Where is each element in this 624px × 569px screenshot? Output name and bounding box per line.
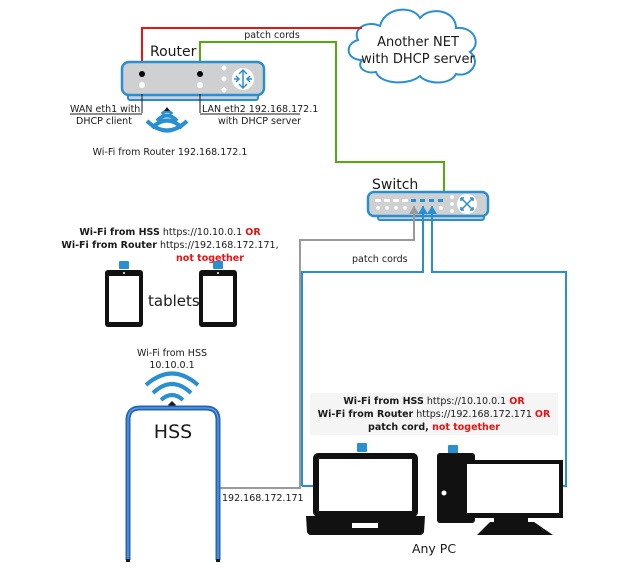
pc-note-l2-red: OR	[535, 409, 551, 420]
pc-note-l3-bold: patch cord,	[368, 422, 432, 433]
tablets-note: Wi-Fi from HSS https://10.10.0.1 OR Wi-F…	[61, 227, 278, 264]
wan-cable	[141, 27, 362, 70]
svg-text:Wi-Fi from Router https://192.: Wi-Fi from Router https://192.168.172.17…	[61, 240, 278, 251]
desktop-wifi-icon	[448, 445, 458, 454]
svg-text:Wi-Fi from Router https://192.: Wi-Fi from Router https://192.168.172.17…	[318, 409, 551, 420]
tablet-right	[199, 261, 237, 327]
tablet-right-wifi-icon	[213, 261, 223, 269]
tablets-note-l1-text: https://10.10.0.1	[160, 227, 245, 238]
cloud-line-1: Another NET	[377, 35, 459, 50]
tablets-note-l1-bold: Wi-Fi from HSS	[79, 227, 160, 238]
pc-cable-left	[301, 206, 424, 486]
tablets-label: tablets	[148, 292, 200, 310]
any-pc-label: Any PC	[412, 541, 456, 556]
router-wifi-icon	[145, 109, 189, 133]
router-wifi-label: Wi-Fi from Router 192.168.172.1	[93, 147, 248, 158]
hss-ip-label: 192.168.172.171	[222, 493, 304, 504]
pc-note-l1-bold: Wi-Fi from HSS	[343, 396, 424, 407]
tablets-note-l3-red: not together	[176, 253, 244, 264]
lan-label-2: with DHCP server	[218, 116, 301, 127]
cloud-line-2: with DHCP server	[361, 52, 475, 67]
pc-note-l2-bold: Wi-Fi from Router	[318, 409, 414, 420]
wan-label-2: DHCP client	[76, 116, 132, 127]
tablet-left	[105, 261, 143, 327]
switch-patch-cords-label: patch cords	[352, 254, 408, 265]
pc-note-l1-text: https://10.10.0.1	[424, 396, 509, 407]
svg-text:Wi-Fi from HSS https://10.10.0: Wi-Fi from HSS https://10.10.0.1 OR	[343, 396, 525, 407]
pc-note: Wi-Fi from HSS https://10.10.0.1 OR Wi-F…	[318, 396, 551, 433]
router-title: Router	[150, 44, 197, 60]
hss-wifi-label-2: 10.10.0.1	[149, 360, 194, 371]
switch-title: Switch	[372, 177, 418, 193]
hss-wifi-label-1: Wi-Fi from HSS	[137, 348, 207, 359]
pc-note-l1-red: OR	[509, 396, 525, 407]
pc-cable-right	[431, 206, 567, 487]
tablets-note-l2-bold: Wi-Fi from Router	[61, 240, 157, 251]
hss-cable	[218, 206, 415, 489]
tablets-note-l1-red: OR	[245, 227, 261, 238]
hss-device	[125, 405, 221, 562]
lan-cable	[199, 41, 445, 196]
patch-cords-top-label: patch cords	[244, 30, 300, 41]
svg-text:Wi-Fi from HSS https://10.10.0: Wi-Fi from HSS https://10.10.0.1 OR	[79, 227, 261, 238]
cloud-another-net: Another NET with DHCP server	[347, 8, 477, 84]
tablet-left-wifi-icon	[119, 261, 129, 269]
laptop	[306, 443, 425, 535]
pc-note-l3-red: not together	[432, 422, 500, 433]
hss-title: HSS	[154, 421, 192, 443]
desktop-pc	[437, 445, 563, 535]
lan-label-1: LAN eth2 192.168.172.1	[202, 104, 318, 115]
pc-note-background	[310, 393, 558, 435]
svg-text:patch cord, not together: patch cord, not together	[368, 422, 500, 433]
laptop-wifi-icon	[357, 443, 367, 452]
wan-label-1: WAN eth1 with	[70, 104, 140, 115]
router-device: Router	[120, 44, 266, 101]
tablets-note-l2-text: https://192.168.172.171,	[157, 240, 279, 251]
pc-note-l2-text: https://192.168.172.171	[413, 409, 535, 420]
hss-wifi-icon	[144, 371, 200, 402]
